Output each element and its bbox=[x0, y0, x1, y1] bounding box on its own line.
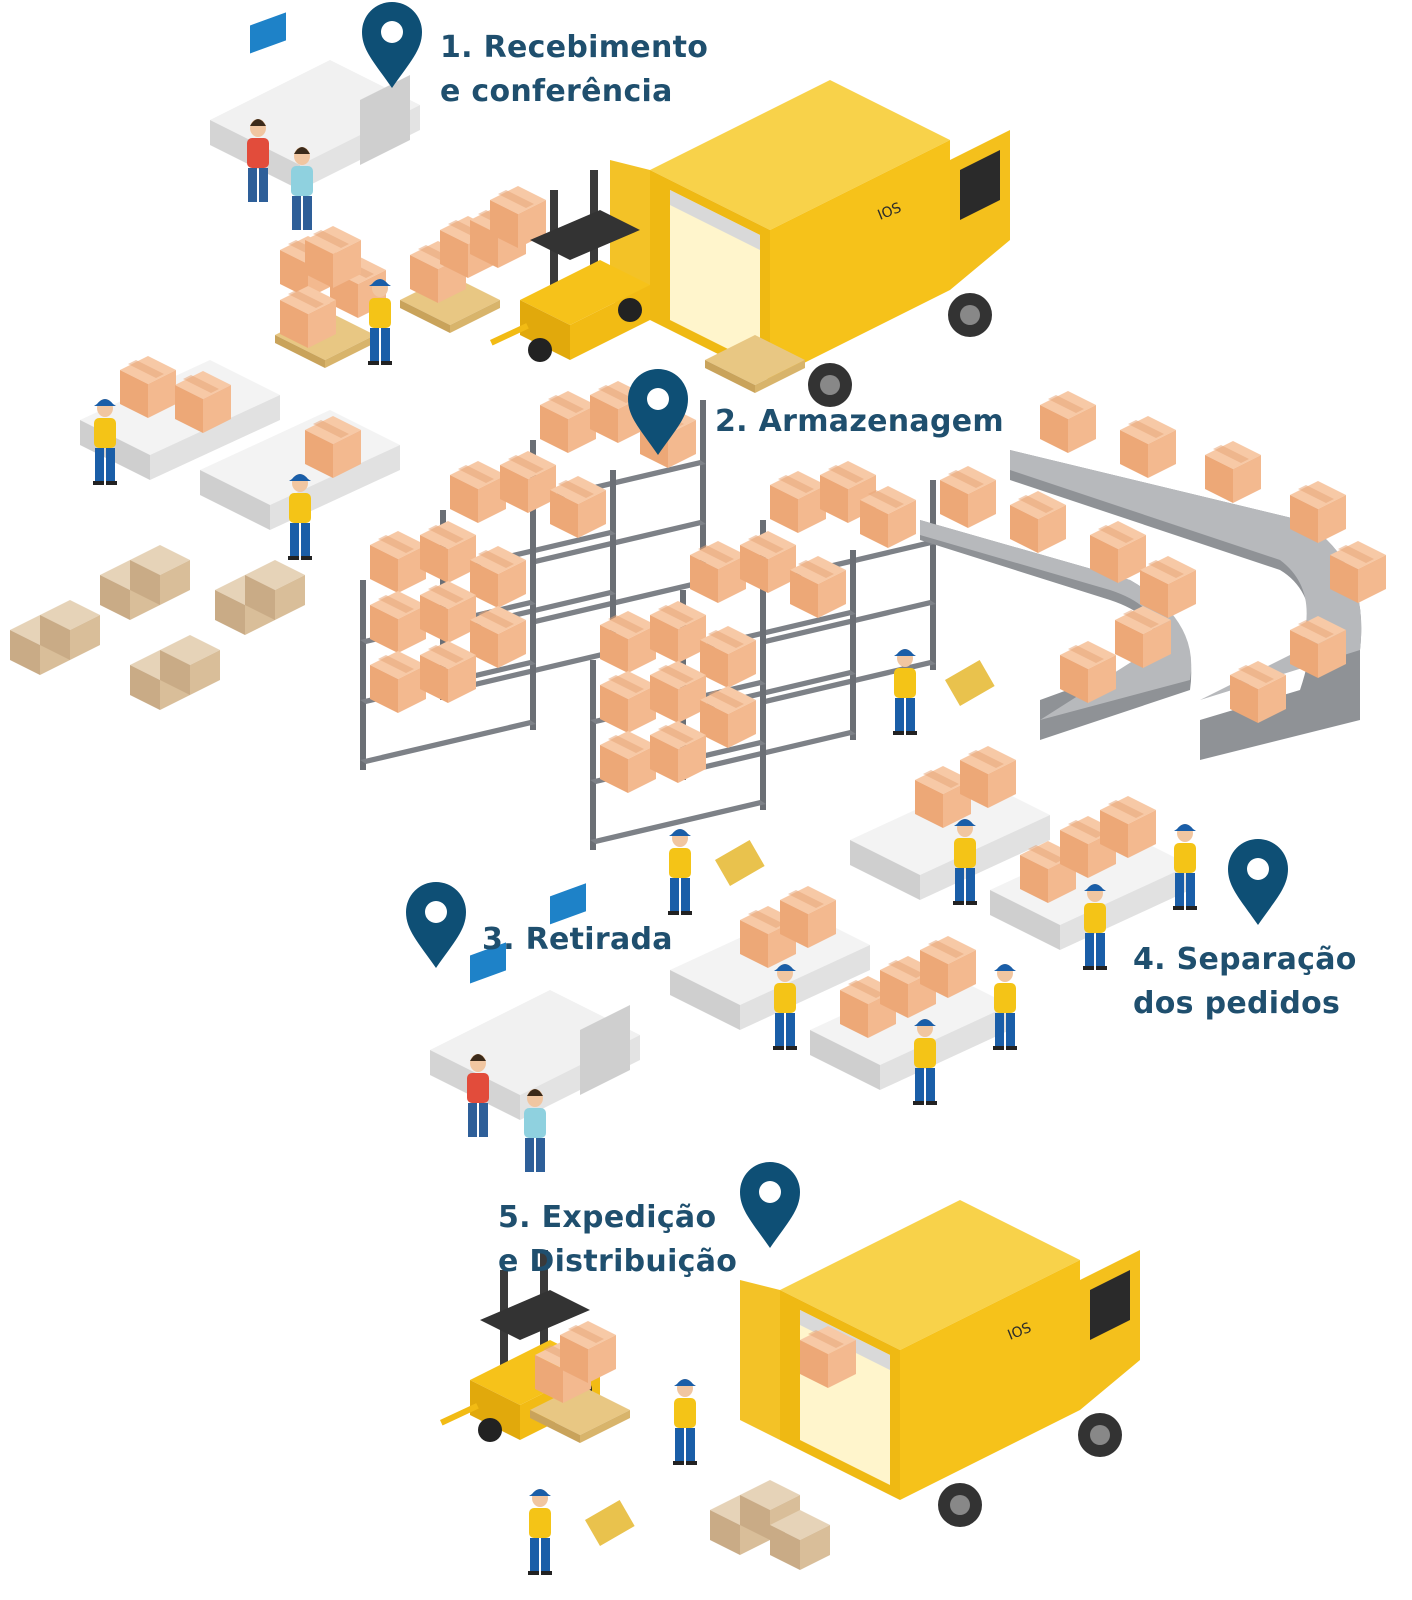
map-pin-icon bbox=[1228, 839, 1288, 925]
box-icon bbox=[1040, 391, 1096, 453]
step-1-subtitle: e conferência bbox=[440, 74, 673, 109]
worker-icon bbox=[993, 964, 1017, 1050]
worker-icon bbox=[1173, 824, 1197, 910]
step-1-title: 1. Recebimento bbox=[440, 30, 709, 65]
box-icon bbox=[370, 651, 426, 713]
step-2-label: 2. Armazenagem bbox=[715, 400, 1004, 444]
box-icon bbox=[500, 451, 556, 513]
step-4-subtitle: dos pedidos bbox=[1133, 986, 1341, 1021]
hand-truck bbox=[945, 660, 995, 706]
box-icon bbox=[650, 721, 706, 783]
map-pin-icon bbox=[362, 2, 422, 88]
conveyor-icon bbox=[920, 450, 1362, 760]
box-icon bbox=[650, 661, 706, 723]
step-2-title: 2. Armazenagem bbox=[715, 404, 1004, 439]
box-icon bbox=[420, 521, 476, 583]
worker-icon bbox=[668, 829, 692, 915]
map-pin-icon bbox=[740, 1162, 800, 1248]
step-5-subtitle: e Distribuição bbox=[498, 1244, 738, 1279]
box-icon bbox=[770, 471, 826, 533]
step-4-title: 4. Separação bbox=[1133, 942, 1357, 977]
box-icon bbox=[740, 531, 796, 593]
step-3-title: 3. Retirada bbox=[482, 922, 673, 957]
hand-truck bbox=[715, 840, 765, 886]
hand-truck bbox=[585, 1500, 635, 1546]
step-5-label: 5. Expedição e Distribuição bbox=[498, 1196, 737, 1284]
box-icon bbox=[420, 581, 476, 643]
box-icon bbox=[600, 611, 656, 673]
map-pin-icon bbox=[406, 882, 466, 968]
box-icon bbox=[420, 641, 476, 703]
box-icon bbox=[370, 531, 426, 593]
box-icon bbox=[600, 671, 656, 733]
box-icon bbox=[940, 466, 996, 528]
storage-racks bbox=[360, 381, 936, 850]
box-icon bbox=[690, 541, 746, 603]
box-icon bbox=[1205, 441, 1261, 503]
box-icon bbox=[540, 391, 596, 453]
box-icon bbox=[1010, 491, 1066, 553]
box-icon bbox=[650, 601, 706, 663]
step-1-label: 1. Recebimento e conferência bbox=[440, 26, 708, 114]
box-icon bbox=[1120, 416, 1176, 478]
worker-icon bbox=[528, 1489, 552, 1575]
box-icon bbox=[450, 461, 506, 523]
box-icon bbox=[600, 731, 656, 793]
step-3-label: 3. Retirada bbox=[482, 918, 673, 962]
receiving-truck-icon bbox=[610, 80, 1010, 407]
box-icon bbox=[370, 591, 426, 653]
step-5-title: 5. Expedição bbox=[498, 1200, 717, 1235]
worker-icon bbox=[673, 1379, 697, 1465]
step-4-label: 4. Separação dos pedidos bbox=[1133, 938, 1357, 1026]
worker-icon bbox=[893, 649, 917, 735]
